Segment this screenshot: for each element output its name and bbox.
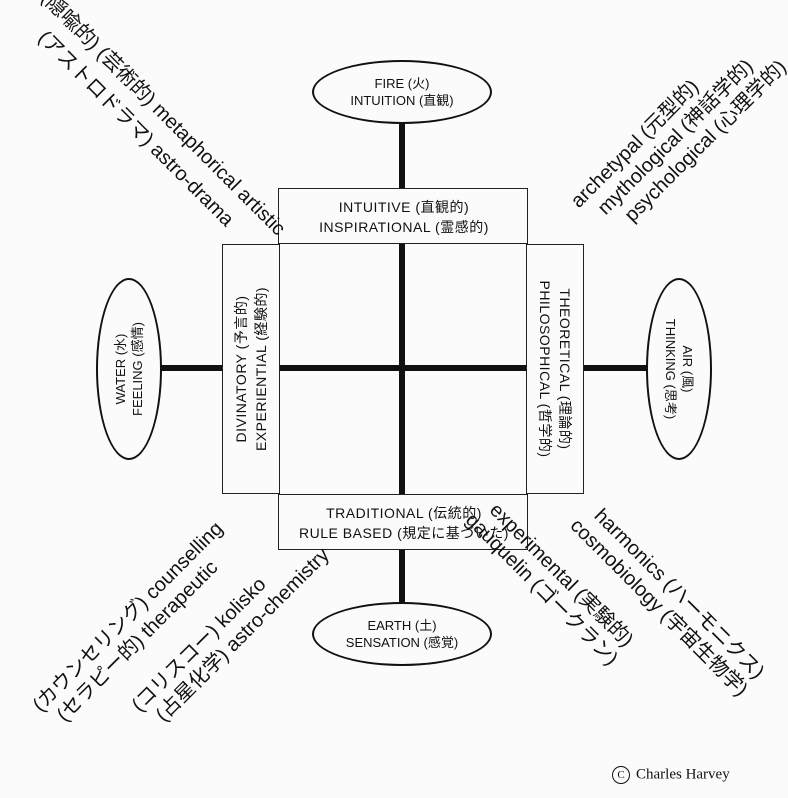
earth-label: EARTH (土) (367, 618, 437, 633)
air-oval (646, 278, 712, 460)
left-panel-line1: DIVINATORY (予言的) (233, 295, 249, 443)
center-grid (278, 242, 528, 496)
left-panel (222, 244, 280, 494)
water-oval (96, 278, 162, 460)
copyright-credit: C Charles Harvey (612, 766, 730, 784)
right-panel-line1: THEORETICAL (理論的) (557, 288, 573, 450)
right-panel-line2: PHILOSOPHICAL (哲学的) (537, 280, 553, 458)
sensation-label: SENSATION (感覚) (345, 635, 459, 650)
top-panel-line1: INTUITIVE (直観的) (338, 199, 470, 215)
earth-oval: EARTH (土) SENSATION (感覚) (312, 602, 492, 666)
right-panel (526, 244, 584, 494)
air-label: AIR (風) (680, 345, 695, 393)
left-panel-text: DIVINATORY (予言的) EXPERIENTIAL (経験的) (222, 244, 280, 494)
water-text: WATER (水) FEELING (感情) (109, 279, 149, 459)
bottom-panel-line2: RULE BASED (規定に基づいた) (299, 525, 509, 541)
fire-oval: FIRE (火) INTUITION (直観) (312, 60, 492, 124)
right-panel-text: THEORETICAL (理論的) PHILOSOPHICAL (哲学的) (526, 244, 584, 494)
top-panel-line2: INSPIRATIONAL (霊感的) (319, 219, 489, 235)
intuition-label: INTUITION (直観) (350, 93, 454, 108)
water-label: WATER (水) (113, 333, 128, 405)
thinking-label: THINKING (思考) (663, 318, 678, 420)
bottom-panel-line1: TRADITIONAL (伝統的) (326, 505, 482, 521)
left-panel-line2: EXPERIENTIAL (経験的) (253, 286, 269, 452)
air-text: AIR (風) THINKING (思考) (659, 279, 699, 459)
bottom-panel: TRADITIONAL (伝統的) RULE BASED (規定に基づいた) (278, 494, 528, 550)
top-panel: INTUITIVE (直観的) INSPIRATIONAL (霊感的) (278, 188, 528, 244)
author-name: Charles Harvey (636, 766, 730, 783)
feeling-label: FEELING (感情) (130, 322, 145, 416)
fire-label: FIRE (火) (374, 76, 430, 91)
copyright-icon: C (612, 766, 630, 784)
